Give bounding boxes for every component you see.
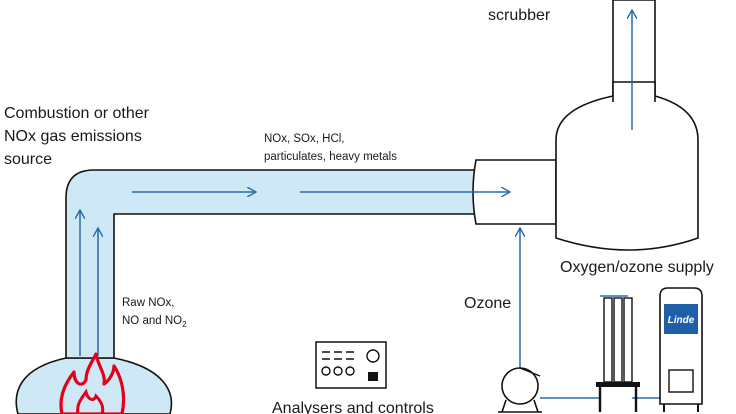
exhaust-stack xyxy=(612,0,656,102)
supply-label: Oxygen/ozone supply xyxy=(560,259,714,276)
raw-nox-label-1: Raw NOx, xyxy=(122,297,174,309)
source-label-1: Combustion or other xyxy=(4,105,150,122)
source-label-3: source xyxy=(4,151,52,168)
scrubber-inlet xyxy=(472,159,557,225)
ozone-label: Ozone xyxy=(464,295,511,312)
control-panel-icon xyxy=(315,341,387,389)
flow-composition-label-2: particulates, heavy metals xyxy=(264,151,397,163)
flame-icon xyxy=(59,352,126,414)
ozone-generator-icon xyxy=(596,295,640,412)
linde-logo: Linde xyxy=(668,315,695,326)
scrubber-vessel xyxy=(555,81,699,251)
flow-composition-label-1: NOx, SOx, HCl, xyxy=(264,133,345,145)
combustion-chamber xyxy=(15,357,173,414)
source-label-2: NOx gas emissions xyxy=(4,128,142,145)
exhaust-duct xyxy=(65,169,477,359)
raw-nox-label-2: NO and NO2 xyxy=(122,315,187,329)
oxygen-tank-icon xyxy=(659,287,703,412)
supply-pipe xyxy=(540,382,601,399)
analysers-label: Analysers and controls xyxy=(272,400,434,414)
compressor-icon xyxy=(498,367,542,413)
scrubber-label: scrubber xyxy=(488,7,551,24)
